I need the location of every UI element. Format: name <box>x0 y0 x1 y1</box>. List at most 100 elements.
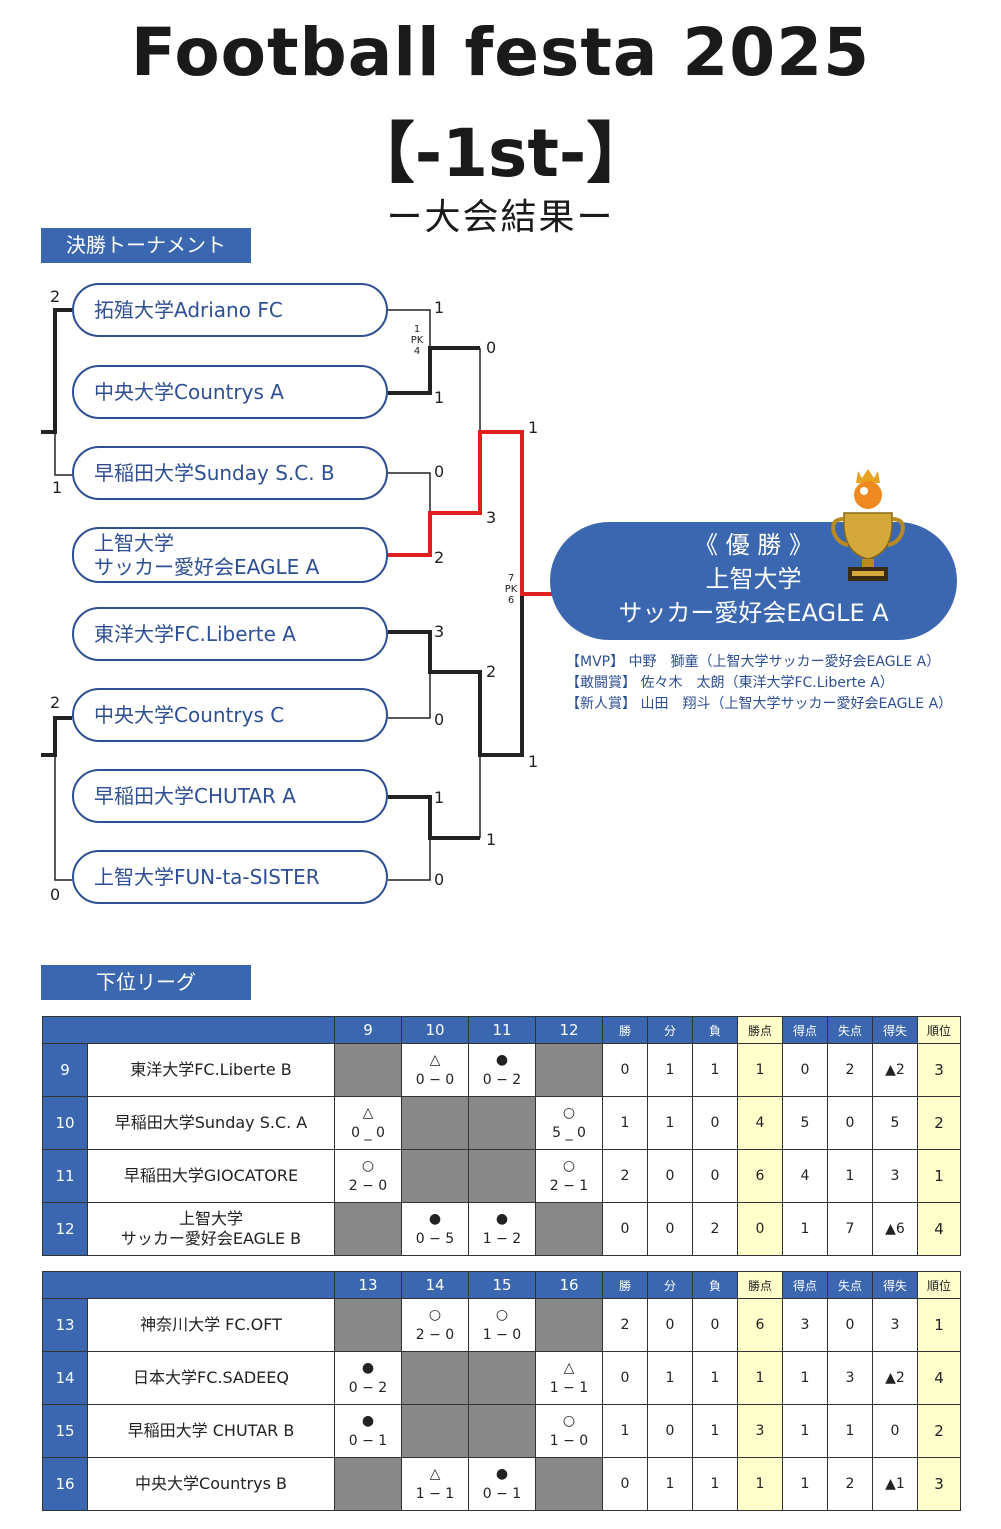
stat-cell: ▲2 <box>872 1043 918 1097</box>
stat-cell: 0 <box>782 1043 828 1097</box>
team-slot-2: 中央大学Countrys A <box>72 365 388 419</box>
score-label: 1 <box>528 418 539 437</box>
header-stat: 得点 <box>782 1271 828 1299</box>
stat-cell: 1 <box>827 1149 873 1203</box>
result-cell: ● 0 − 2 <box>468 1043 536 1097</box>
team-name: 早稲田大学 CHUTAR B <box>87 1404 335 1458</box>
header-stat: 得失 <box>872 1271 918 1299</box>
stat-cell: 1 <box>782 1404 828 1458</box>
page-subtitle: 【-1st-】 <box>348 115 653 192</box>
result-cell: △ 0 _ 0 <box>334 1096 402 1150</box>
team-slot-3: 早稲田大学Sunday S.C. B <box>72 446 388 500</box>
stat-cell: 0 <box>827 1298 873 1352</box>
result-cell-empty <box>468 1351 536 1405</box>
header-opponent: 9 <box>334 1016 402 1044</box>
stat-cell: 2 <box>827 1043 873 1097</box>
stat-cell: 0 <box>602 1351 648 1405</box>
team-number: 16 <box>42 1457 88 1511</box>
result-cell-empty <box>334 1298 402 1352</box>
team-name: 神奈川大学 FC.OFT <box>87 1298 335 1352</box>
pk-score-2: 7 PK 6 <box>504 573 518 606</box>
page-title: Football festa 2025 <box>130 14 871 91</box>
team-slot-6: 中央大学Countrys C <box>72 688 388 742</box>
result-cell: △ 1 − 1 <box>401 1457 469 1511</box>
pk-value: 1 <box>413 324 421 335</box>
team-number: 9 <box>42 1043 88 1097</box>
header-opponent: 10 <box>401 1016 469 1044</box>
header-opponent: 12 <box>535 1016 603 1044</box>
team-name: 中央大学Countrys C <box>94 703 285 727</box>
trophy-icon <box>831 469 905 581</box>
result-cell: ● 0 − 5 <box>401 1202 469 1256</box>
result-cell-empty <box>334 1457 402 1511</box>
stat-cell: 2 <box>602 1149 648 1203</box>
stat-cell: 0 <box>827 1096 873 1150</box>
stat-cell: 1 <box>692 1351 738 1405</box>
stat-cell: 2 <box>917 1404 961 1458</box>
result-cell-empty <box>401 1404 469 1458</box>
header-stat: 失点 <box>827 1271 873 1299</box>
score-label: 0 <box>434 870 445 889</box>
stat-cell: 0 <box>647 1202 693 1256</box>
team-name: 早稲田大学Sunday S.C. B <box>94 461 335 485</box>
header-stat: 勝 <box>602 1016 648 1044</box>
team-name: 早稲田大学Sunday S.C. A <box>87 1096 335 1150</box>
score-label: 0 <box>486 338 497 357</box>
result-cell-empty <box>468 1404 536 1458</box>
stat-cell: 0 <box>692 1149 738 1203</box>
result-cell: ○ 1 − 0 <box>535 1404 603 1458</box>
award-rookie: 【新人賞】 山田 翔斗（上智大学サッカー愛好会EAGLE A） <box>566 696 953 712</box>
header-stat: 分 <box>647 1271 693 1299</box>
stat-cell: 0 <box>602 1457 648 1511</box>
stat-cell: 6 <box>737 1298 783 1352</box>
stat-cell: 7 <box>827 1202 873 1256</box>
result-cell-empty <box>535 1202 603 1256</box>
result-cell: ● 0 − 2 <box>334 1351 402 1405</box>
score-label: 0 <box>434 462 445 481</box>
stat-cell: 1 <box>602 1096 648 1150</box>
stat-cell: 1 <box>602 1404 648 1458</box>
stat-cell: 1 <box>827 1404 873 1458</box>
team-number: 13 <box>42 1298 88 1352</box>
section-lower-league: 下位リーグ <box>41 965 251 1000</box>
stat-cell: 3 <box>917 1457 961 1511</box>
header-stat: 順位 <box>917 1016 961 1044</box>
result-cell-empty <box>334 1202 402 1256</box>
score-label: 1 <box>434 788 445 807</box>
stat-cell: 2 <box>692 1202 738 1256</box>
header-blank <box>42 1271 335 1299</box>
team-name: 中央大学Countrys B <box>87 1457 335 1511</box>
result-cell: ● 1 − 2 <box>468 1202 536 1256</box>
stat-cell: 4 <box>782 1149 828 1203</box>
team-number: 15 <box>42 1404 88 1458</box>
team-slot-8: 上智大学FUN-ta-SISTER <box>72 850 388 904</box>
pk-score-1: 1 PK 4 <box>410 324 424 357</box>
score-label: 1 <box>486 830 497 849</box>
stat-cell: 3 <box>782 1298 828 1352</box>
header-stat: 失点 <box>827 1016 873 1044</box>
stat-cell: 0 <box>647 1149 693 1203</box>
stat-cell: 1 <box>737 1457 783 1511</box>
stat-cell: 1 <box>782 1351 828 1405</box>
award-mvp: 【MVP】 中野 獅童（上智大学サッカー愛好会EAGLE A） <box>566 654 941 670</box>
stat-cell: 0 <box>602 1202 648 1256</box>
pk-label: PK <box>410 335 424 346</box>
champion-label: 《 優 勝 》 <box>694 531 813 559</box>
stat-cell: 1 <box>692 1404 738 1458</box>
stat-cell: 0 <box>692 1298 738 1352</box>
pk-value: 4 <box>413 346 421 357</box>
stat-cell: 1 <box>782 1202 828 1256</box>
result-cell-empty <box>401 1351 469 1405</box>
stat-cell: 4 <box>737 1096 783 1150</box>
result-cell-empty <box>535 1298 603 1352</box>
result-cell-empty <box>535 1457 603 1511</box>
stat-cell: 1 <box>647 1351 693 1405</box>
stat-cell: 1 <box>647 1043 693 1097</box>
score-label: 0 <box>50 885 61 904</box>
